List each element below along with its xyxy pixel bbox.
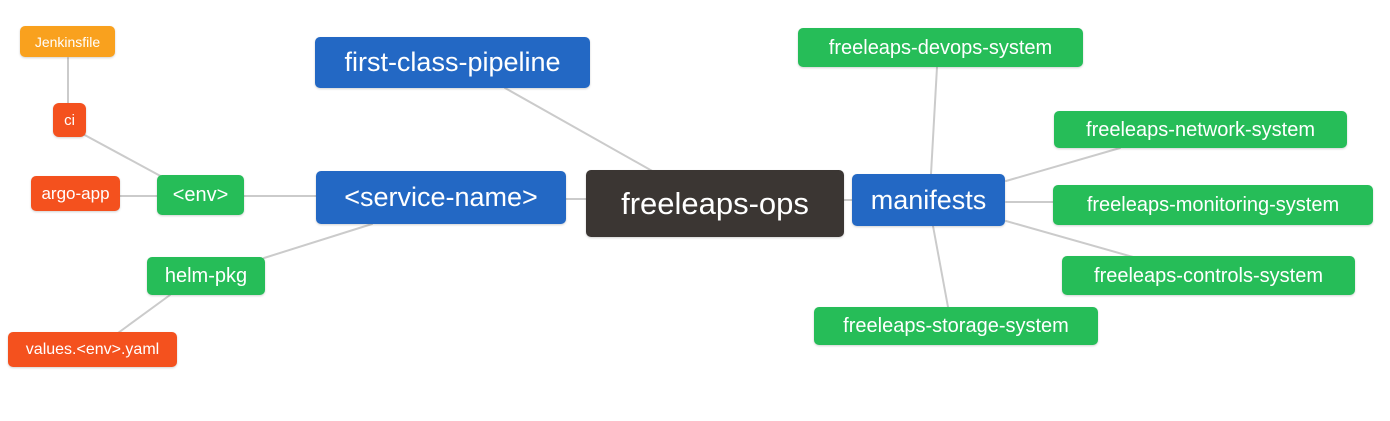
edge-manifests-freeleaps-controls-system <box>1005 220 1134 258</box>
node-freeleaps-controls-system[interactable]: freeleaps-controls-system <box>1062 256 1355 295</box>
node-jenkinsfile[interactable]: Jenkinsfile <box>20 26 115 57</box>
node-freeleaps-devops-system[interactable]: freeleaps-devops-system <box>798 28 1083 67</box>
node-freeleaps-network-system[interactable]: freeleaps-network-system <box>1054 111 1347 148</box>
edge-ci-env <box>80 132 167 180</box>
edge-service-name-helm-pkg <box>263 223 373 259</box>
edge-first-class-pipeline-freeleaps-ops <box>504 87 655 173</box>
edge-manifests-freeleaps-storage-system <box>932 225 949 308</box>
node-freeleaps-monitoring-system[interactable]: freeleaps-monitoring-system <box>1053 185 1373 225</box>
node-env[interactable]: <env> <box>157 175 244 215</box>
edge-manifests-freeleaps-network-system <box>1005 147 1121 182</box>
node-service-name[interactable]: <service-name> <box>316 171 566 224</box>
node-argo-app[interactable]: argo-app <box>31 176 120 211</box>
node-helm-pkg[interactable]: helm-pkg <box>147 257 265 295</box>
node-freeleaps-ops-root[interactable]: freeleaps-ops <box>586 170 844 237</box>
edge-helm-pkg-values-env-yaml <box>117 294 171 334</box>
node-manifests[interactable]: manifests <box>852 174 1005 226</box>
node-values-env-yaml[interactable]: values.<env>.yaml <box>8 332 177 367</box>
node-ci[interactable]: ci <box>53 103 86 137</box>
node-freeleaps-storage-system[interactable]: freeleaps-storage-system <box>814 307 1098 345</box>
edge-manifests-freeleaps-devops-system <box>930 66 938 175</box>
node-first-class-pipeline[interactable]: first-class-pipeline <box>315 37 590 88</box>
